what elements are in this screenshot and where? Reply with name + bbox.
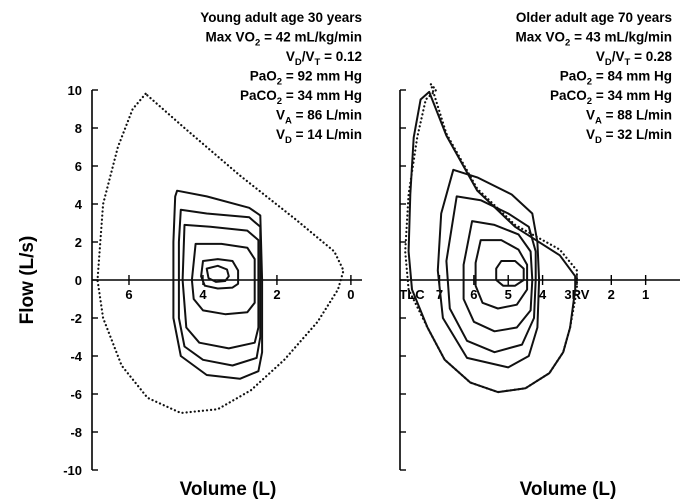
annotation-text: = 34 mm Hg — [282, 88, 362, 103]
flow-volume-loop-2-6 — [495, 260, 525, 287]
annotation-line: VA = 88 L/min — [586, 108, 672, 127]
y-tick-label: 2 — [75, 235, 82, 250]
annotation-text: PaO — [560, 69, 587, 84]
annotation-line: Max VO2 = 42 mL/kg/min — [206, 30, 363, 49]
annotation-line: Older adult age 70 years — [516, 10, 672, 25]
annotation-text: Max VO — [516, 30, 566, 45]
annotation-line: VD = 32 L/min — [586, 127, 672, 146]
y-tick-label: 10 — [68, 83, 82, 98]
annotation-text: = 86 L/min — [292, 108, 362, 123]
annotation-subscript: T — [625, 57, 631, 68]
y-tick-label: 8 — [75, 121, 82, 136]
x-tick-label: 4 — [199, 287, 207, 302]
annotation-line: PaCO2 = 34 mm Hg — [550, 88, 672, 107]
x-marker-rv: 3RV — [564, 287, 589, 302]
flow-volume-loop-1-5 — [200, 258, 240, 290]
annotation-text: = 0.28 — [630, 49, 672, 64]
y-tick-label: 4 — [75, 197, 83, 212]
y-tick-label: -2 — [70, 311, 82, 326]
annotation-text: = 0.12 — [320, 49, 362, 64]
flow-volume-loop-2-2 — [436, 168, 541, 369]
annotation-subscript: 2 — [587, 77, 592, 88]
x-tick-label: 6 — [470, 287, 477, 302]
annotation-line: VD/VT = 0.12 — [286, 49, 362, 68]
x-tick-label: 4 — [539, 287, 547, 302]
x-marker-tlc: TLC — [399, 287, 425, 302]
annotation-text: V — [276, 108, 285, 123]
y-tick-label: 6 — [75, 159, 82, 174]
annotation-subscript: D — [295, 57, 302, 68]
annotation-text: = 92 mm Hg — [282, 69, 362, 84]
x-tick-label: 2 — [608, 287, 615, 302]
annotation-subscript: A — [285, 116, 292, 127]
annotation-text: = 84 mm Hg — [592, 69, 672, 84]
annotation-text: PaCO — [550, 88, 587, 103]
annotation-line: VD = 14 L/min — [276, 127, 362, 146]
annotation-subscript: 2 — [277, 77, 282, 88]
x-axis-label: Volume (L) — [180, 479, 277, 500]
annotation-subscript: 2 — [587, 96, 592, 107]
y-tick-label: 0 — [75, 273, 82, 288]
flow-volume-loop-1-3 — [181, 223, 260, 350]
flow-volume-loop-1-2 — [177, 208, 262, 367]
flow-volume-loop-1-4 — [190, 242, 256, 316]
flow-volume-loop-2-4 — [462, 220, 534, 333]
x-tick-label: 6 — [125, 287, 132, 302]
annotation-subscript: D — [595, 135, 602, 146]
annotation-text: = 34 mm Hg — [592, 88, 672, 103]
annotation-text: V — [586, 108, 595, 123]
x-tick-label: 5 — [505, 287, 512, 302]
annotation-line: Young adult age 30 years — [200, 10, 362, 25]
annotation-line: PaCO2 = 34 mm Hg — [240, 88, 362, 107]
annotation-text: PaO — [250, 69, 277, 84]
annotation-text: = 32 L/min — [602, 127, 672, 142]
x-tick-label: 2 — [273, 287, 280, 302]
annotation-subscript: D — [605, 57, 612, 68]
annotation-subscript: 2 — [255, 38, 260, 49]
annotation-line: VD/VT = 0.28 — [596, 49, 673, 68]
annotation-line: PaO2 = 84 mm Hg — [560, 69, 672, 88]
y-axis-label: Flow (L/s) — [17, 236, 38, 325]
x-tick-label: 0 — [347, 287, 354, 302]
annotation-subscript: D — [285, 135, 292, 146]
x-axis-label: Volume (L) — [520, 479, 617, 500]
y-tick-label: -4 — [70, 349, 82, 364]
annotation-subscript: 2 — [565, 38, 570, 49]
annotation-text: V — [596, 49, 605, 64]
annotation-text: V — [276, 127, 285, 142]
flow-volume-loop-1-1 — [172, 189, 264, 380]
annotation-text: = 88 L/min — [602, 108, 672, 123]
flow-volume-loop-2-5 — [474, 239, 529, 310]
annotation-line: PaO2 = 92 mm Hg — [250, 69, 362, 88]
max-flow-volume-envelope-1-0 — [96, 92, 345, 415]
annotation-text: PaCO — [240, 88, 277, 103]
annotation-text: = 42 mL/kg/min — [260, 30, 362, 45]
annotation-line: VA = 86 L/min — [276, 108, 362, 127]
annotation-text: /V — [612, 49, 625, 64]
max-flow-volume-envelope-2-0 — [404, 83, 578, 394]
annotation-subscript: 2 — [277, 96, 282, 107]
annotation-text: V — [286, 49, 295, 64]
annotation-subscript: T — [315, 57, 321, 68]
flow-volume-loop-1-6 — [205, 264, 230, 283]
flow-volume-loop-2-1 — [407, 90, 577, 394]
y-tick-label: -10 — [63, 463, 82, 478]
annotation-subscript: A — [595, 116, 602, 127]
flow-volume-loop-2-3 — [445, 195, 537, 354]
annotation-text: /V — [302, 49, 315, 64]
annotation-text: = 43 mL/kg/min — [570, 30, 672, 45]
annotation-text: = 14 L/min — [292, 127, 362, 142]
y-tick-label: -8 — [70, 425, 82, 440]
annotation-line: Max VO2 = 43 mL/kg/min — [516, 30, 673, 49]
y-tick-label: -6 — [70, 387, 82, 402]
annotation-text: Max VO — [206, 30, 256, 45]
annotation-text: V — [586, 127, 595, 142]
x-tick-label: 1 — [642, 287, 649, 302]
